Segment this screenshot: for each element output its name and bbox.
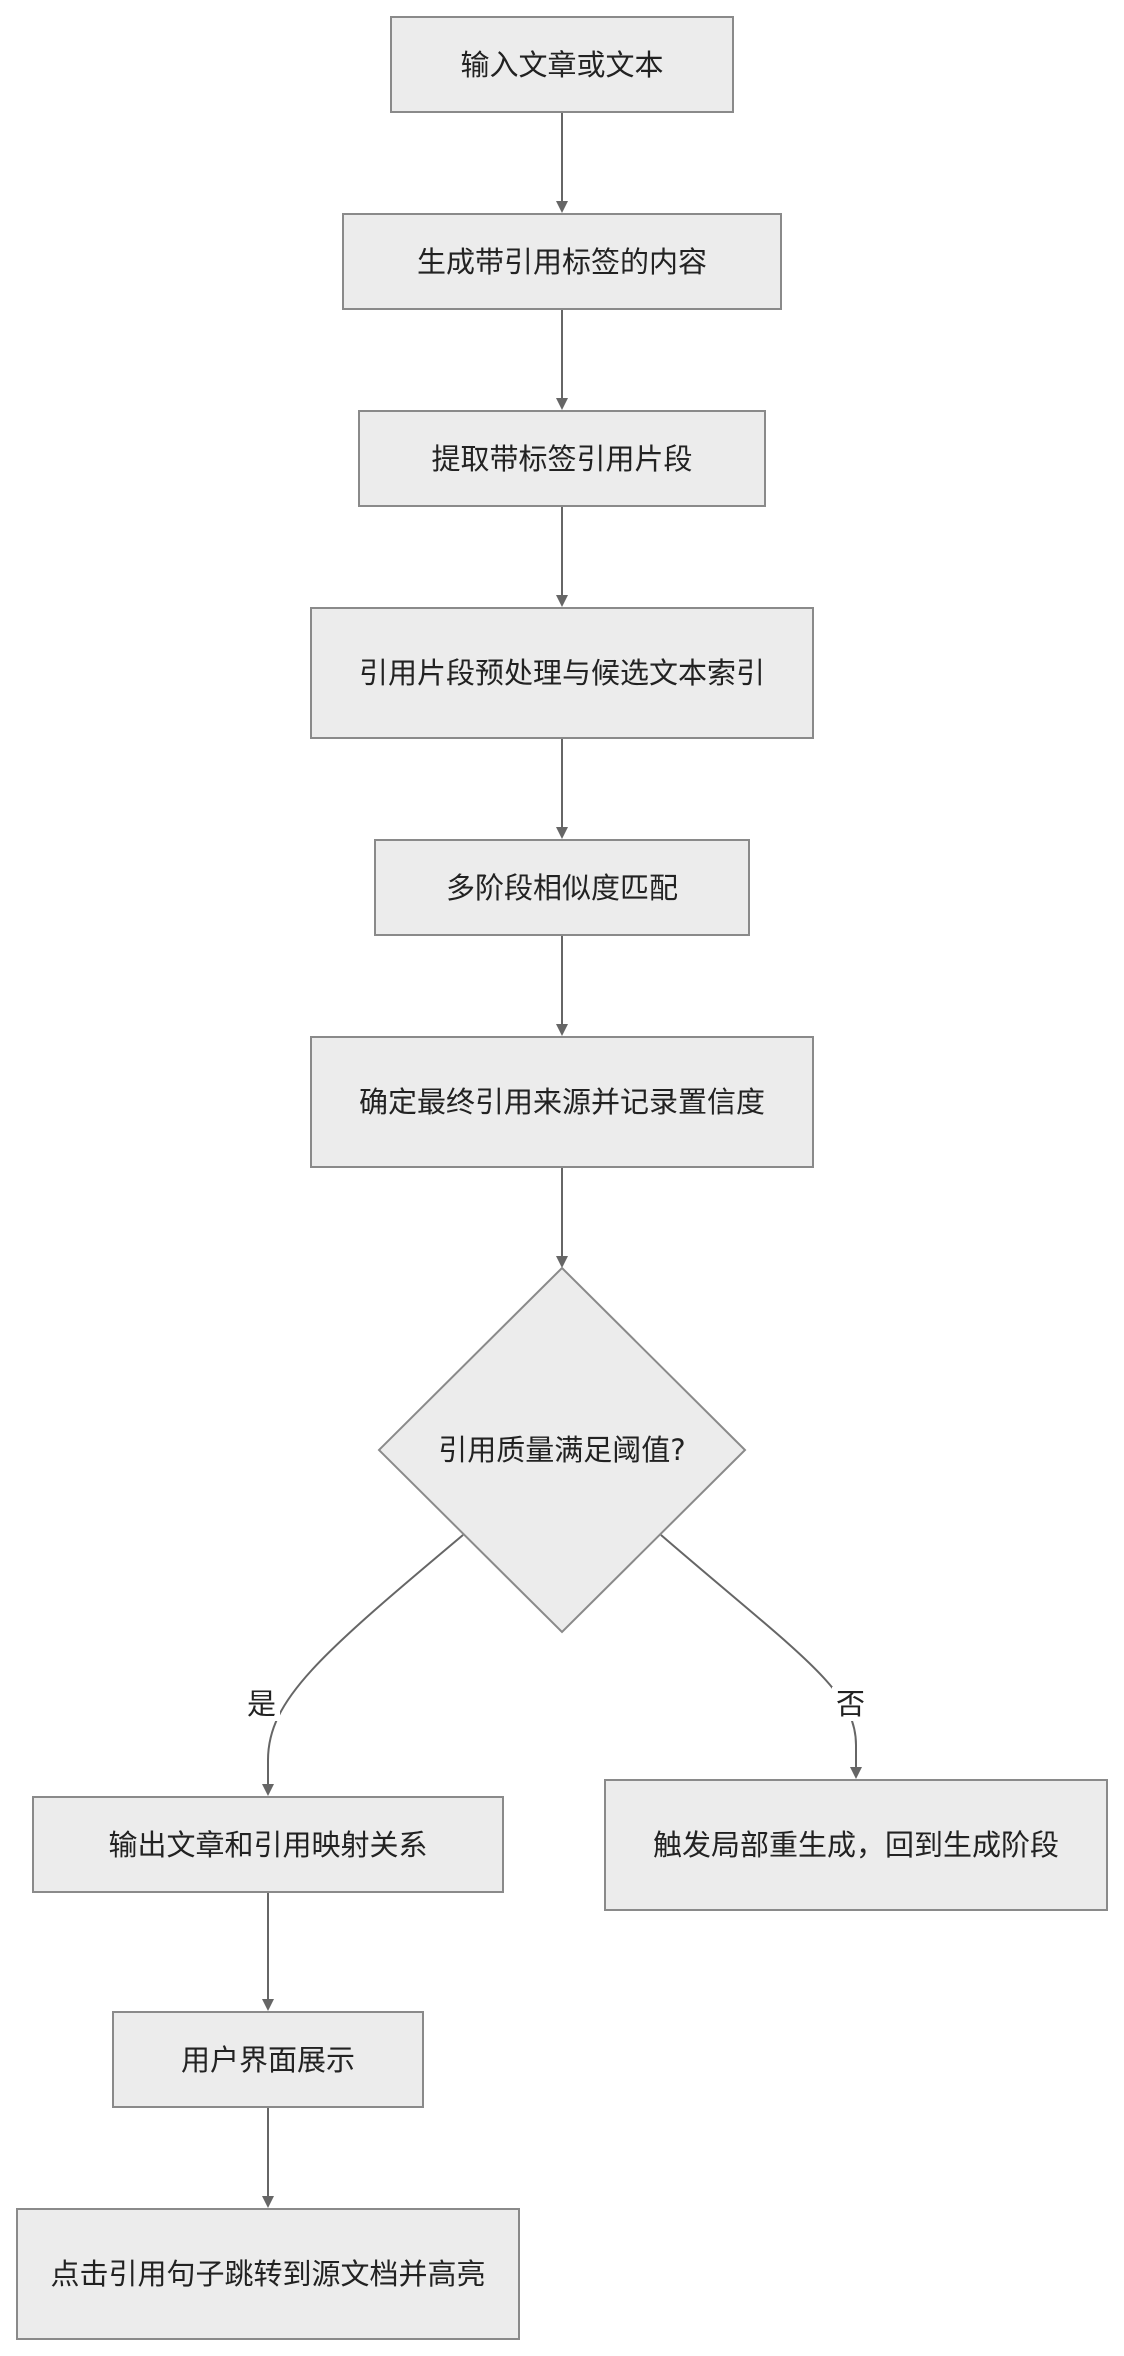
- node-click-jump-highlight: 点击引用句子跳转到源文档并高亮: [16, 2208, 520, 2340]
- node-generate-tagged-content: 生成带引用标签的内容: [342, 213, 782, 310]
- node-preprocess-and-index: 引用片段预处理与候选文本索引: [310, 607, 814, 739]
- node-input-article-label: 输入文章或文本: [460, 47, 664, 82]
- node-click-jump-highlight-label: 点击引用句子跳转到源文档并高亮: [50, 2257, 486, 2291]
- node-ui-display-label: 用户界面展示: [180, 2042, 355, 2077]
- node-ui-display: 用户界面展示: [112, 2011, 424, 2108]
- node-multistage-similarity: 多阶段相似度匹配: [374, 839, 750, 936]
- edge-label-yes: 是: [243, 1687, 281, 1721]
- decision-quality-threshold-label: 引用质量满足阈值?: [438, 1433, 686, 1467]
- node-generate-tagged-content-label: 生成带引用标签的内容: [416, 244, 707, 279]
- node-determine-source: 确定最终引用来源并记录置信度: [310, 1036, 814, 1168]
- edge-n7-n9: [660, 1534, 862, 1779]
- edge-label-no: 否: [832, 1687, 870, 1721]
- node-extract-citation-fragments: 提取带标签引用片段: [358, 410, 766, 507]
- node-regenerate: 触发局部重生成，回到生成阶段: [604, 1779, 1108, 1911]
- node-multistage-similarity-label: 多阶段相似度匹配: [445, 870, 678, 905]
- node-output-mapping-label: 输出文章和引用映射关系: [108, 1827, 428, 1862]
- node-extract-citation-fragments-label: 提取带标签引用片段: [431, 441, 693, 476]
- node-output-mapping: 输出文章和引用映射关系: [32, 1796, 504, 1893]
- node-regenerate-label: 触发局部重生成，回到生成阶段: [652, 1828, 1059, 1862]
- node-determine-source-label: 确定最终引用来源并记录置信度: [358, 1085, 765, 1119]
- node-input-article: 输入文章或文本: [390, 16, 734, 113]
- node-preprocess-and-index-label: 引用片段预处理与候选文本索引: [358, 656, 765, 690]
- decision-diamond: [377, 1266, 747, 1634]
- edge-n7-n8: [262, 1534, 464, 1796]
